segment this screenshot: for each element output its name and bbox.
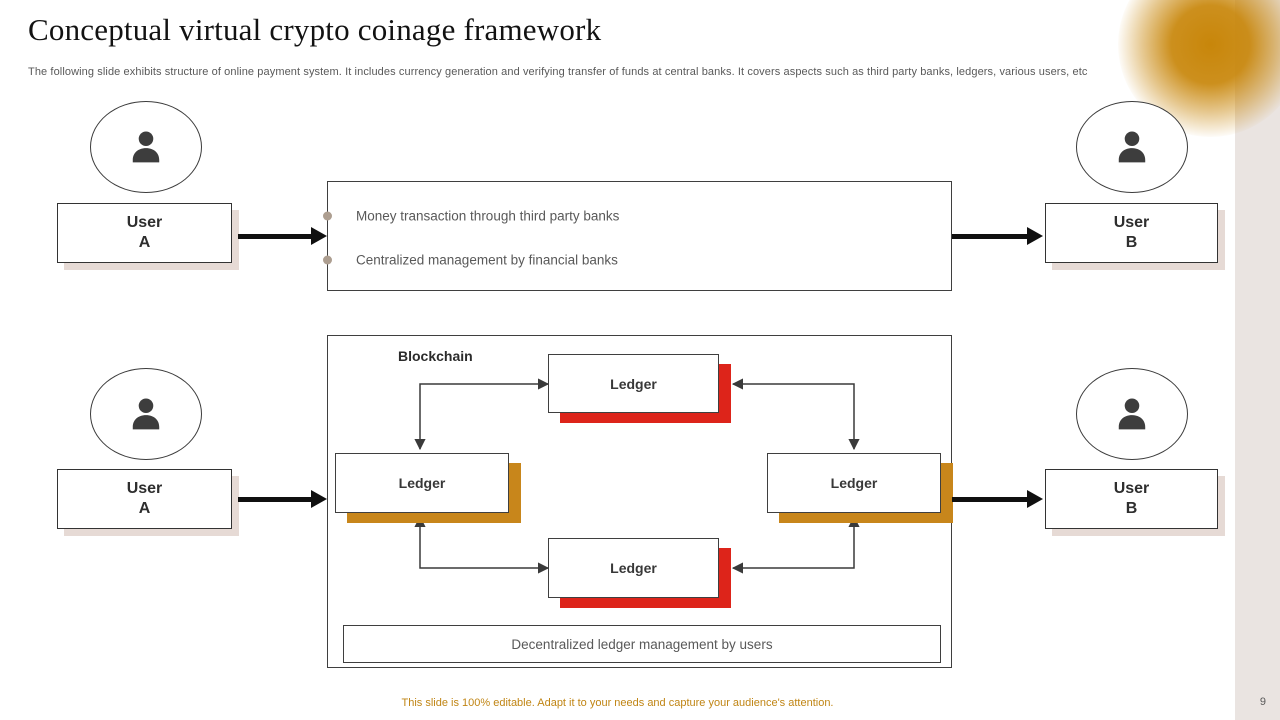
ledger-node-bottom: Ledger [548,538,731,608]
editable-note: This slide is 100% editable. Adapt it to… [401,697,834,709]
blockchain-label: Blockchain [398,348,473,364]
bullet-dot-icon [323,255,332,265]
bullet-dot-icon [323,211,332,221]
arrow-usera-to-blockchain [238,490,327,508]
user-label-line2: B [1125,500,1138,517]
user-label-line1: User [126,480,163,497]
ledger-label: Ledger [610,560,657,576]
arrow-blockchain-to-userb [952,490,1043,508]
blockchain-container: Blockchain Ledger Ledger [327,335,953,668]
ledger-label: Ledger [398,475,446,491]
person-icon [1118,398,1146,430]
ledger-node-top: Ledger [548,354,731,423]
user-label-line2: A [138,234,151,251]
arrow-banks-to-userb [952,227,1043,245]
bullet-text: Money transaction through third party ba… [356,208,620,224]
user-b-avatar-ellipse [1076,101,1188,193]
user-label-line1: User [126,214,163,231]
user-a-box-top: User A [57,203,232,263]
slide-description: The following slide exhibits structure o… [28,66,1088,78]
person-icon [132,131,160,163]
user-a-avatar-ellipse-bottom [90,368,202,460]
arrow-usera-to-banks [238,227,327,245]
ledger-node-left: Ledger [335,453,521,523]
ledger-label: Ledger [830,475,878,491]
ledger-label: Ledger [610,375,657,392]
user-a-box-bottom: User A [57,469,232,529]
ledger-connector-lines [414,378,860,574]
user-b-avatar-ellipse-bottom [1076,368,1188,460]
page-title: Conceptual virtual crypto coinage framew… [28,12,602,47]
user-label-line2: B [1125,234,1138,251]
centralized-system-box: Money transaction through third party ba… [323,181,952,291]
user-b-box-top: User B [1045,203,1218,263]
user-a-avatar-ellipse [90,101,202,193]
person-icon [132,398,160,430]
user-label-line2: A [138,500,151,517]
user-b-box-bottom: User B [1045,469,1218,529]
decentralized-caption: Decentralized ledger management by users [511,636,773,652]
ledger-node-right: Ledger [767,453,953,523]
person-icon [1118,131,1146,163]
decentralized-caption-box: Decentralized ledger management by users [343,625,941,663]
bullet-text: Centralized management by financial bank… [356,252,618,268]
user-label-line1: User [1113,214,1150,231]
user-label-line1: User [1113,480,1150,497]
page-number: 9 [1259,696,1266,708]
